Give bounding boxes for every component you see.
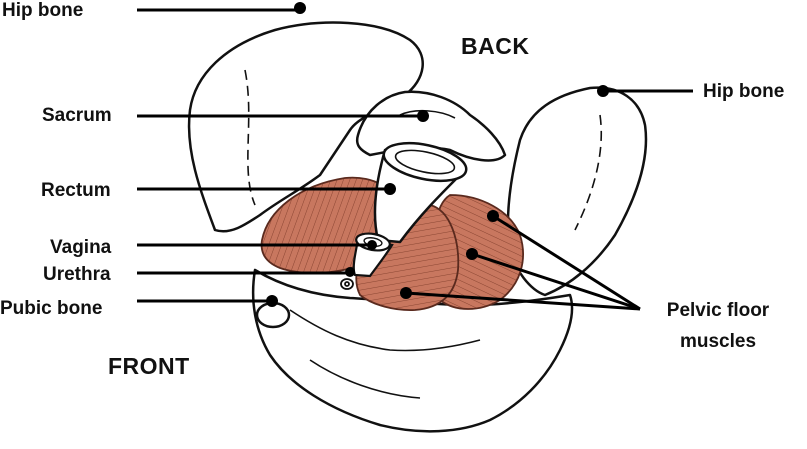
hip-bone-right-dot: [597, 85, 609, 97]
pubic-bone-illustration: [251, 268, 574, 433]
pelvic-floor-dot-1: [487, 210, 499, 222]
sacrum-label: Sacrum: [42, 105, 112, 126]
pelvic-floor-leader-1: [492, 214, 641, 311]
pelvic-floor-dot-3: [400, 287, 412, 299]
rectum-dot: [384, 183, 396, 195]
pelvic-floor-label-line1: Pelvic floor: [666, 300, 770, 321]
pelvic-floor-label: Pelvic floor muscles: [648, 300, 788, 353]
urethra-illustration: [340, 278, 354, 290]
right-hip-bone-illustration: [506, 86, 648, 297]
leader-dots: [266, 2, 609, 307]
back-orientation-label: BACK: [461, 33, 530, 59]
vagina-dot: [367, 240, 377, 250]
vagina-label: Vagina: [50, 237, 112, 258]
hip-bone-left-dot: [294, 2, 306, 14]
hip-bone-left-label: Hip bone: [2, 0, 84, 21]
urethra-dot: [345, 267, 355, 277]
rectum-illustration: [373, 141, 468, 244]
pelvic-floor-label-line2: muscles: [679, 331, 757, 352]
hip-bone-right-label: Hip bone: [703, 81, 785, 102]
pelvic-floor-leader-3: [405, 291, 641, 311]
pubic-bone-dot: [266, 295, 278, 307]
front-orientation-label: FRONT: [108, 353, 190, 379]
rectum-label: Rectum: [41, 180, 111, 201]
sacrum-illustration: [355, 90, 507, 162]
urethra-label: Urethra: [43, 264, 111, 285]
pelvic-floor-dot-2: [466, 248, 478, 260]
pubic-bone-label: Pubic bone: [0, 298, 103, 319]
pelvic-floor-leader-2: [471, 252, 641, 311]
left-hip-bone-illustration: [187, 21, 424, 233]
sacrum-dot: [417, 110, 429, 122]
leader-lines: [137, 8, 693, 311]
